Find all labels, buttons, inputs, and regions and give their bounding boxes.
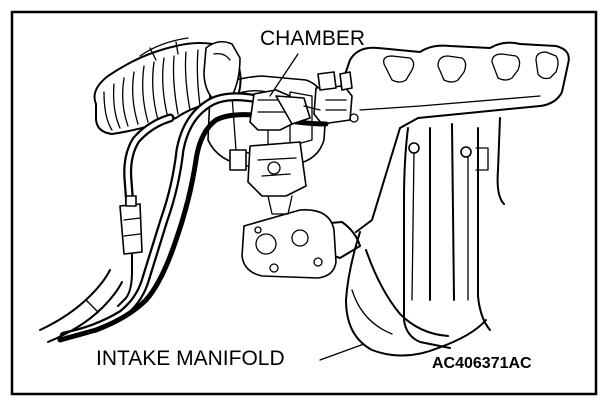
vacuum-hose-main — [59, 92, 267, 341]
manifold-runners — [403, 117, 505, 349]
intake-manifold-leader-line — [319, 343, 365, 361]
manifold-lower — [315, 221, 487, 357]
solenoid-valve — [313, 71, 359, 125]
flange-plate — [241, 209, 337, 279]
breather-hose — [117, 113, 175, 307]
manifold-upper — [329, 41, 570, 233]
lower-pipe — [39, 269, 123, 343]
chamber — [249, 89, 321, 131]
intake-manifold-label: INTAKE MANIFOLD — [96, 347, 285, 370]
figure-code-label: AC406371AC — [432, 355, 532, 372]
chamber-leader-line — [269, 53, 299, 97]
figure-frame — [10, 10, 598, 396]
chamber-label: CHAMBER — [260, 27, 366, 50]
air-intake-duct — [93, 37, 242, 135]
